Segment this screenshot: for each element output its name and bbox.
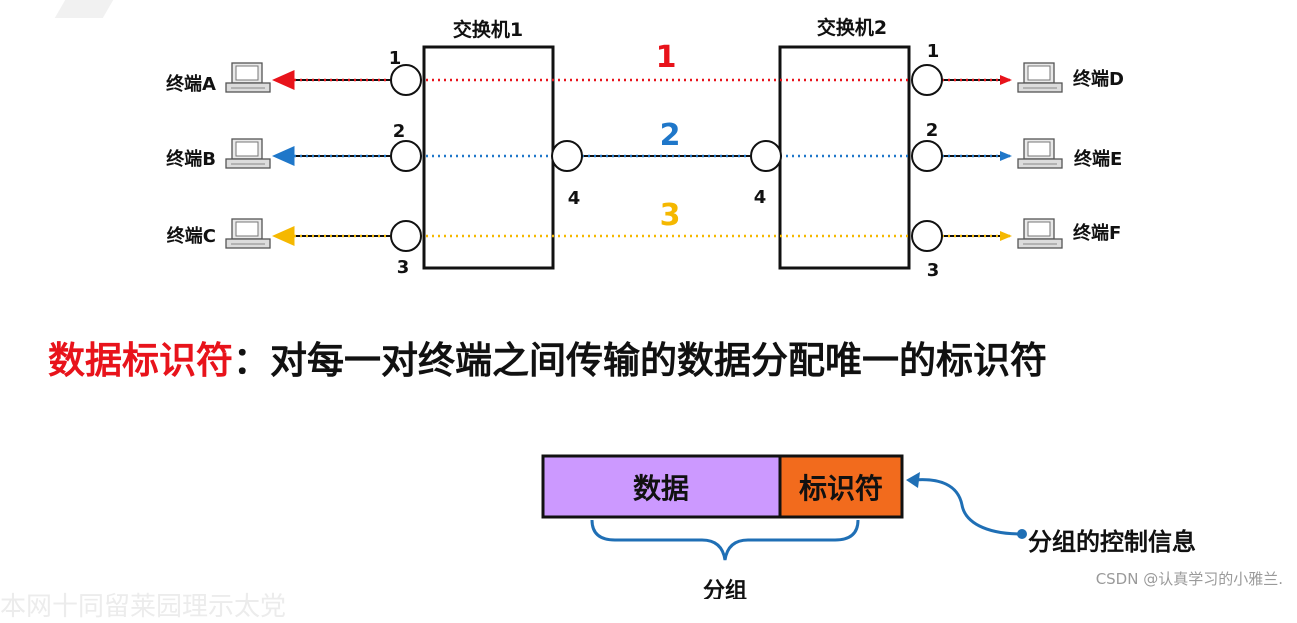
terminal-b-label: 终端B (166, 148, 216, 170)
terminal-c-label: 终端C (167, 225, 216, 247)
packet-id-label: 标识符 (799, 472, 883, 505)
packet-group-label: 分组 (703, 578, 747, 599)
circuit-1-id: 1 (656, 40, 677, 75)
computer-icon (1017, 218, 1063, 249)
control-info-label: 分组的控制信息 (1028, 528, 1196, 556)
control-info-arrow (913, 478, 1023, 536)
headline: 数据标识符：对每一对终端之间传输的数据分配唯一的标识符 (48, 330, 1288, 384)
packet-brace (590, 519, 860, 561)
background-text: 本网十同留莱园理示太党 (0, 592, 287, 622)
terminal-e-label: 终端E (1074, 148, 1122, 170)
computer-icon (225, 218, 271, 249)
circuit-2-id: 2 (660, 118, 681, 153)
headline-term: 数据标识符 (48, 339, 233, 382)
sw2-port-1-number: 1 (927, 41, 940, 62)
ports (390, 64, 943, 252)
control-info-dot (1017, 529, 1027, 539)
sw1-port-1-number: 1 (389, 48, 402, 69)
network-diagram: 交换机1 交换机2 终端A 终端B 终端C 终端D 终端E 终端F 1 2 3 … (166, 16, 1196, 599)
computer-icon (1017, 138, 1063, 169)
arrow-d (1000, 75, 1012, 85)
sw1-port-2 (390, 140, 422, 172)
packet-id-field (778, 454, 904, 519)
sw1-port-2-number: 2 (393, 121, 406, 142)
headline-definition: ：对每一对终端之间传输的数据分配唯一的标识符 (233, 339, 1047, 382)
sw2-port-4-number: 4 (754, 187, 767, 208)
switch-2-label: 交换机2 (817, 16, 887, 39)
sw1-port-3 (390, 220, 422, 252)
switch-1-label: 交换机1 (453, 18, 523, 41)
sw1-port-4-number: 4 (568, 188, 581, 209)
sw2-port-2-number: 2 (926, 120, 939, 141)
terminal-d-label: 终端D (1073, 68, 1124, 90)
computer-icon (225, 138, 271, 169)
circuit-3-id: 3 (660, 198, 681, 233)
terminal-f-label: 终端F (1073, 222, 1121, 244)
watermark: CSDN @认真学习的小雅兰. (1095, 570, 1283, 588)
sw2-port-3-number: 3 (927, 260, 940, 281)
computer-icon (1017, 62, 1063, 93)
sw2-port-2 (911, 140, 943, 172)
sw2-port-3 (911, 220, 943, 252)
computer-icon (225, 62, 271, 93)
switch-1 (422, 45, 555, 270)
packet-data-label: 数据 (633, 472, 689, 505)
sw1-port-1 (390, 64, 422, 96)
sw1-port-3-number: 3 (397, 257, 410, 278)
sw1-port-4 (551, 140, 583, 172)
arrow-f (1000, 231, 1012, 241)
terminal-a-label: 终端A (166, 73, 216, 95)
sw2-port-4 (750, 140, 782, 172)
sw2-port-1 (911, 64, 943, 96)
arrow-e (1000, 151, 1012, 161)
arrow-head (906, 472, 920, 488)
